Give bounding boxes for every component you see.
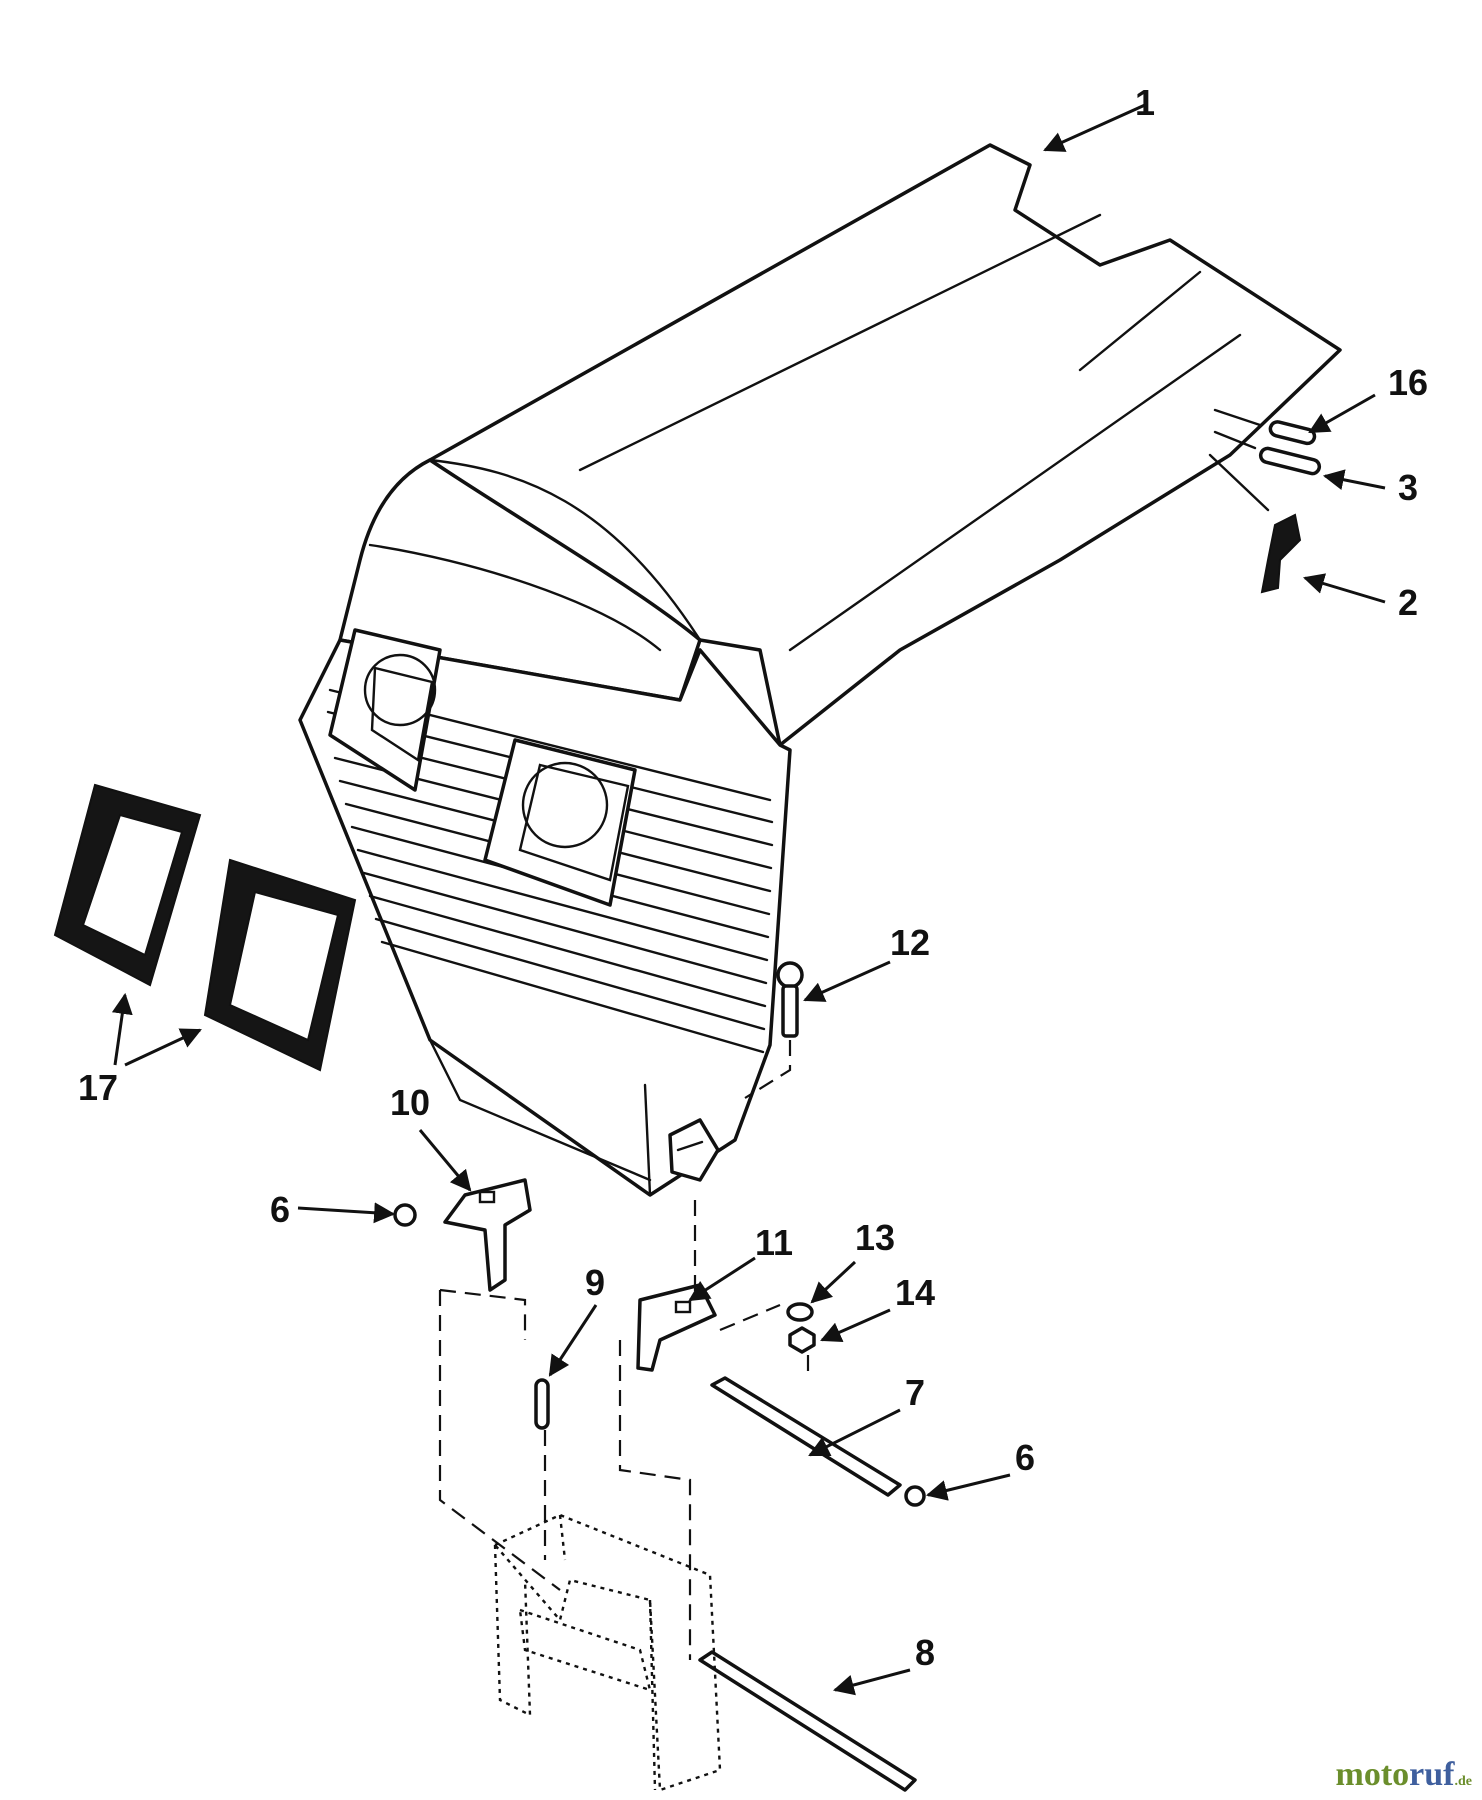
shaft-part-7 xyxy=(710,1376,926,1507)
watermark-part-3: .de xyxy=(1454,1774,1473,1789)
callout-16: 16 xyxy=(1388,362,1428,403)
callout-14: 14 xyxy=(895,1272,935,1313)
washer-13-nut-14 xyxy=(786,1302,816,1354)
callout-9: 9 xyxy=(585,1262,605,1303)
bracket-part-10 xyxy=(393,1178,532,1292)
watermark-logo: motoruf.de xyxy=(1336,1756,1472,1794)
pins-16-3 xyxy=(1213,408,1322,476)
watermark-part-1: moto xyxy=(1335,1756,1410,1793)
callout-6-left: 6 xyxy=(270,1189,290,1230)
left-headlight-opening xyxy=(328,628,442,792)
frame-dotted-outline xyxy=(493,1513,722,1792)
pin-part-9 xyxy=(534,1378,550,1430)
bracket-part-11 xyxy=(636,1283,717,1372)
callout-1: 1 xyxy=(1135,82,1155,123)
callout-11: 11 xyxy=(755,1222,793,1263)
light-bezel-right xyxy=(203,858,357,1072)
light-bezel-left xyxy=(53,783,202,987)
callout-3: 3 xyxy=(1398,467,1418,508)
callout-8: 8 xyxy=(915,1632,935,1673)
latch-part-2 xyxy=(1208,453,1302,594)
leader-arrows xyxy=(111,103,1386,1696)
assembly-lines xyxy=(438,1200,810,1660)
callout-10: 10 xyxy=(390,1082,430,1123)
bolt-part-12 xyxy=(744,961,804,1099)
callout-2: 2 xyxy=(1398,582,1418,623)
callout-12: 12 xyxy=(890,922,930,963)
callout-7: 7 xyxy=(905,1372,925,1413)
hood-part xyxy=(298,143,1342,1197)
callout-17: 17 xyxy=(78,1067,118,1108)
callout-13: 13 xyxy=(855,1217,895,1258)
watermark-part-2: ruf xyxy=(1409,1756,1455,1793)
callout-labels: 1 16 3 2 12 17 10 6 11 13 14 9 7 6 8 xyxy=(78,82,1428,1673)
callout-6-right: 6 xyxy=(1015,1437,1035,1478)
right-headlight-opening xyxy=(483,738,637,907)
rod-part-8 xyxy=(698,1650,917,1792)
